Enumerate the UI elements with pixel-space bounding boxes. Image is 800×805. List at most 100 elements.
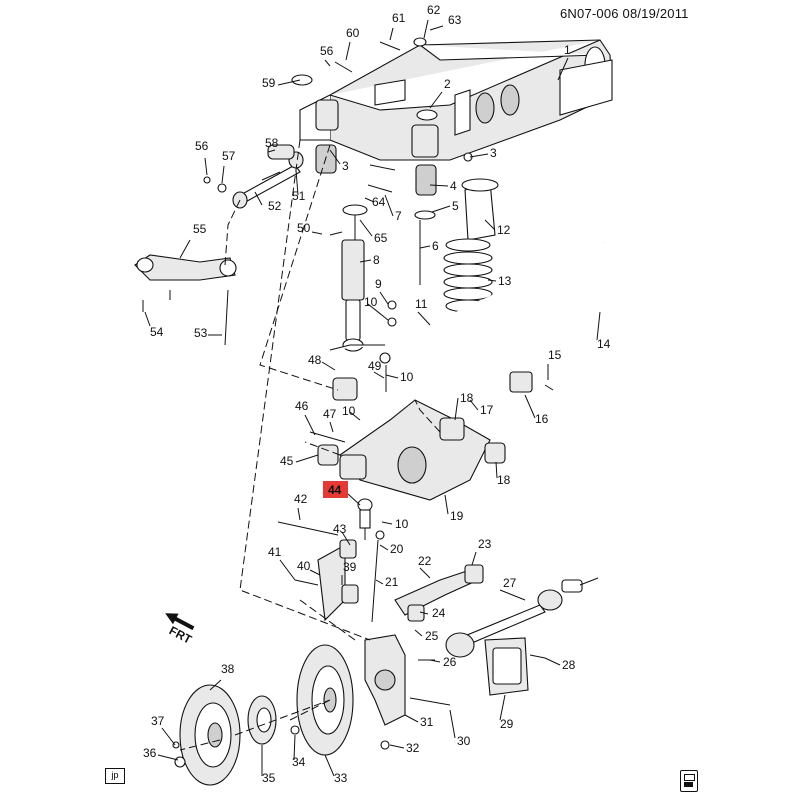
leader-line-c58: [267, 149, 276, 153]
callout-c35[interactable]: 35: [262, 771, 276, 785]
lower-control-arm: [309, 377, 506, 501]
callout-c61[interactable]: 61: [392, 11, 406, 25]
callout-c26[interactable]: 26: [443, 655, 457, 669]
callout-c56b[interactable]: 56: [320, 44, 334, 58]
highlighted-callout-box: [323, 481, 348, 498]
callout-c45[interactable]: 45: [280, 454, 294, 468]
callout-c16[interactable]: 16: [535, 412, 549, 426]
callout-c59[interactable]: 59: [262, 76, 276, 90]
callout-c2[interactable]: 2: [444, 77, 451, 91]
callout-c63[interactable]: 63: [448, 13, 462, 27]
leader-line-c31: [404, 714, 419, 723]
callout-c50[interactable]: 50: [297, 221, 311, 235]
callout-c49[interactable]: 49: [368, 359, 382, 373]
callout-c22[interactable]: 22: [418, 554, 432, 568]
leader-line-c7: [384, 194, 394, 217]
leader-line-c24: [419, 611, 429, 615]
callout-c43[interactable]: 43: [333, 522, 347, 536]
callout-c6[interactable]: 6: [432, 239, 439, 253]
upper-control-arm: [277, 521, 359, 622]
footer-tag: jp: [105, 768, 125, 784]
callout-c57[interactable]: 57: [222, 149, 236, 163]
callout-c19[interactable]: 19: [450, 509, 464, 523]
callout-c39[interactable]: 39: [343, 560, 357, 574]
callout-c32[interactable]: 32: [406, 741, 420, 755]
callout-c11[interactable]: 11: [415, 297, 428, 311]
callout-c7[interactable]: 7: [395, 209, 402, 223]
callout-c54[interactable]: 54: [150, 325, 164, 339]
callout-labels: 1233456789101010101112131415161718181920…: [143, 3, 611, 785]
callout-c13[interactable]: 13: [498, 274, 512, 288]
callout-c3b[interactable]: 3: [490, 146, 497, 160]
callout-c3a[interactable]: 3: [342, 159, 349, 173]
callout-c24[interactable]: 24: [432, 606, 446, 620]
leader-line-c37: [161, 727, 176, 746]
callout-44-highlighted[interactable]: 44: [328, 483, 342, 497]
callout-c9[interactable]: 9: [375, 277, 382, 291]
leader-line-c64: [364, 197, 375, 203]
callout-c8[interactable]: 8: [373, 253, 380, 267]
callout-c18a[interactable]: 18: [460, 391, 474, 405]
leader-line-c40: [309, 569, 321, 576]
callout-c46[interactable]: 46: [295, 399, 309, 413]
leader-line-c20: [379, 544, 389, 551]
callout-c55[interactable]: 55: [193, 222, 207, 236]
callout-c29[interactable]: 29: [500, 717, 514, 731]
leader-line-c10a: [367, 303, 389, 321]
callout-c20[interactable]: 20: [390, 542, 404, 556]
document-icon: [680, 770, 698, 792]
callout-c51[interactable]: 51: [292, 189, 306, 203]
leader-line-c46: [304, 414, 316, 436]
leader-line-c4: [429, 184, 449, 187]
leader-line-c14: [596, 311, 601, 341]
callout-c10b[interactable]: 10: [400, 370, 414, 384]
leader-line-c29: [499, 694, 506, 721]
callout-c38[interactable]: 38: [221, 662, 235, 676]
callout-c64[interactable]: 64: [372, 195, 386, 209]
leader-line-c28: [544, 657, 561, 666]
callout-c52[interactable]: 52: [268, 199, 282, 213]
leader-line-c13: [487, 279, 497, 282]
callout-c47[interactable]: 47: [323, 407, 337, 421]
leader-line-c59: [277, 79, 301, 86]
leader-line-c47: [329, 421, 334, 433]
callout-c1[interactable]: 1: [564, 43, 571, 57]
callout-c17[interactable]: 17: [480, 403, 494, 417]
shock-absorber: [329, 204, 368, 352]
callout-c33[interactable]: 33: [334, 771, 348, 785]
callout-c5[interactable]: 5: [452, 199, 459, 213]
callout-c25[interactable]: 25: [425, 629, 439, 643]
leader-line-c45: [295, 454, 319, 463]
callout-c42[interactable]: 42: [294, 492, 308, 506]
callout-c58[interactable]: 58: [265, 136, 279, 150]
callout-c21[interactable]: 21: [385, 575, 399, 589]
callout-c40[interactable]: 40: [297, 559, 311, 573]
callout-c10c[interactable]: 10: [342, 404, 356, 418]
callout-c41[interactable]: 41: [268, 545, 282, 559]
callout-c27[interactable]: 27: [503, 576, 517, 590]
callout-c65[interactable]: 65: [374, 231, 388, 245]
callout-c53[interactable]: 53: [194, 326, 208, 340]
callout-c12[interactable]: 12: [497, 223, 511, 237]
callout-c15[interactable]: 15: [548, 348, 562, 362]
callout-c4[interactable]: 4: [450, 179, 457, 193]
callout-c10d[interactable]: 10: [395, 517, 409, 531]
callout-c36[interactable]: 36: [143, 746, 157, 760]
callout-c10a[interactable]: 10: [364, 295, 378, 309]
leader-line-c11: [417, 311, 431, 326]
callout-c18b[interactable]: 18: [497, 473, 511, 487]
callout-c56a[interactable]: 56: [195, 139, 209, 153]
callout-c14[interactable]: 14: [597, 337, 611, 351]
callout-c31[interactable]: 31: [420, 715, 434, 729]
leader-line-c8: [359, 259, 372, 263]
leader-line-c2: [429, 91, 443, 109]
callout-c30[interactable]: 30: [457, 734, 471, 748]
callout-c60[interactable]: 60: [346, 26, 360, 40]
callout-c34[interactable]: 34: [292, 755, 306, 769]
callout-c62[interactable]: 62: [427, 3, 441, 17]
callout-c28[interactable]: 28: [562, 658, 576, 672]
callout-c23[interactable]: 23: [478, 537, 492, 551]
callout-c37[interactable]: 37: [151, 714, 165, 728]
callout-c48[interactable]: 48: [308, 353, 322, 367]
